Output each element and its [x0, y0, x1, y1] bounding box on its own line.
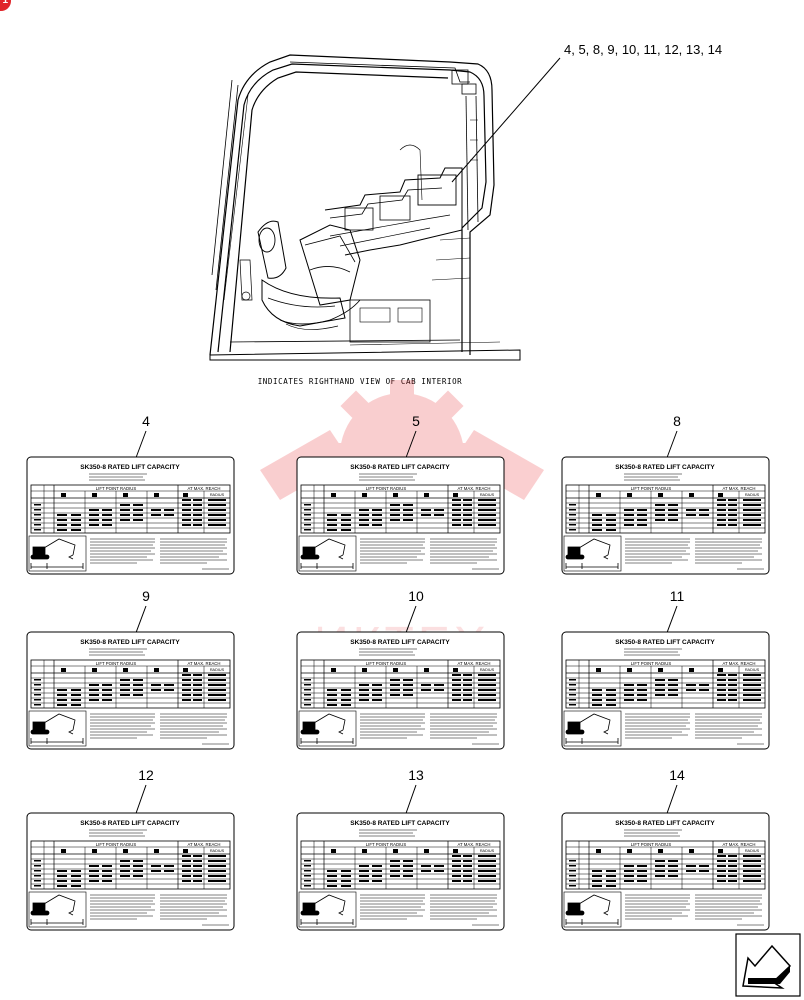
lift-capacity-decal [26, 812, 235, 931]
callout-number: 12 [138, 767, 154, 783]
lift-capacity-decal [296, 812, 505, 931]
lift-capacity-decal [561, 631, 770, 750]
decal-callouts: 4 5 8 9 10 11 12 13 14 [133, 413, 685, 820]
lift-capacity-decal [561, 456, 770, 575]
cab-callout-leader [451, 57, 561, 183]
page-badge: 1 [0, 0, 11, 11]
callout-number: 11 [670, 588, 685, 604]
cab-callout-label: 4, 5, 8, 9, 10, 11, 12, 13, 14 [564, 42, 722, 57]
lift-capacity-decal [296, 456, 505, 575]
callout-number: 10 [408, 588, 424, 604]
lift-capacity-decal [26, 456, 235, 575]
callout-number: 5 [412, 413, 420, 429]
lift-capacity-decal [296, 631, 505, 750]
callout-number: 4 [142, 413, 150, 429]
callout-number: 13 [408, 767, 424, 783]
callout-number: 9 [142, 588, 150, 604]
decal-grid [26, 456, 770, 931]
callout-number: 8 [673, 413, 681, 429]
next-page-arrow-icon[interactable] [735, 933, 801, 997]
cab-caption: INDICATES RIGHTHAND VIEW OF CAB INTERIOR [258, 377, 463, 386]
lift-capacity-decal [26, 631, 235, 750]
callout-number: 14 [669, 767, 685, 783]
lift-capacity-decal [561, 812, 770, 931]
cab-interior-illustration [209, 54, 521, 361]
